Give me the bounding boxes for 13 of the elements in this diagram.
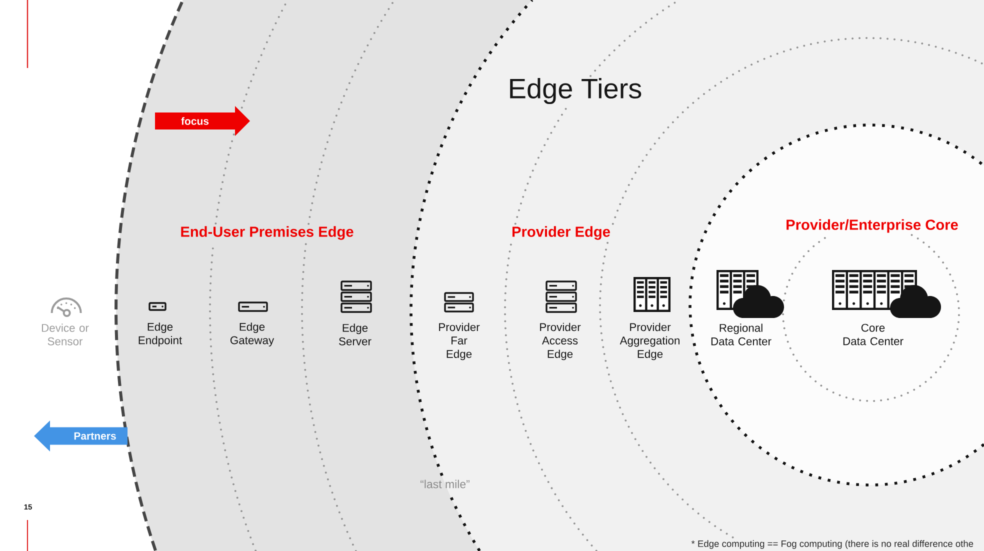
tier-label: Edge Gateway xyxy=(230,322,274,346)
annotation: “last mile” xyxy=(420,480,470,488)
tier-label: Edge Server xyxy=(339,324,372,346)
arrow-banner: focus xyxy=(155,106,250,136)
node-label: Core Data Center xyxy=(843,324,904,346)
tier-label: Provider Aggregation Edge xyxy=(620,322,680,360)
tier-label: Provider Far Edge xyxy=(439,322,480,360)
tier-label: Edge Endpoint xyxy=(138,322,182,346)
footnote: * Edge computing == Fog computing (there is no real difference othe xyxy=(691,540,974,549)
tier-label: Regional Data Center xyxy=(711,324,772,346)
tier-label: Provider Access Edge xyxy=(540,322,581,360)
tier-label: Device or Sensor xyxy=(42,324,89,346)
arrow-banner: Partners xyxy=(34,420,128,452)
